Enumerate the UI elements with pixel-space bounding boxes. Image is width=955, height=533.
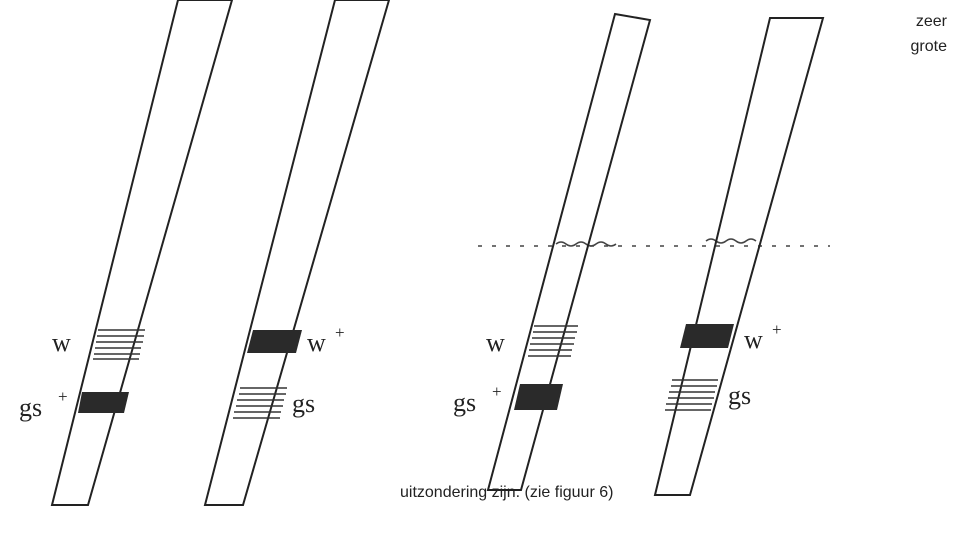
label-w-plus-4: w [744,325,763,354]
chromosome-4 [653,17,825,496]
chromosome-2-gs-band [233,387,287,419]
label-w-3: w [486,328,505,357]
label-w-plus-2: w [307,328,326,357]
side-text-line-1: zeer [915,13,947,30]
label-w-plus-4-superscript: + [772,320,782,339]
chromosome-3-gs-plus-band [514,384,563,410]
chromosome-3-w-band [528,325,578,357]
chromosome-1-w-band [93,329,145,360]
crossover-mark-left [555,241,617,247]
label-gs-plus-3: gs [453,388,476,417]
caption-text: uitzondering zijn. (zie figuur 6) [400,484,614,501]
chromosome-2 [203,0,391,506]
chromosome-4-gs-band [665,379,718,411]
label-w-1: w [52,328,71,357]
chromosome-1-outline [50,0,234,506]
label-w-plus-2-superscript: + [335,323,345,342]
label-gs-plus-1: gs [19,393,42,422]
chromosome-4-w-plus-band [680,324,734,348]
crossover-mark-right [705,238,757,244]
chromosome-2-outline [203,0,391,506]
chromosome-1-gs-plus-band [78,392,129,413]
chromosome-2-w-plus-band [247,330,302,353]
side-text-line-2: grote [910,38,947,55]
chromosome-4-outline [653,17,825,496]
chromosome-1 [50,0,234,506]
label-gs-2: gs [292,389,315,418]
label-gs-plus-3-superscript: + [492,382,502,401]
label-gs-plus-1-superscript: + [58,387,68,406]
chromosome-3-outline [486,12,652,491]
label-gs-4: gs [728,381,751,410]
chromosome-3 [486,12,652,491]
